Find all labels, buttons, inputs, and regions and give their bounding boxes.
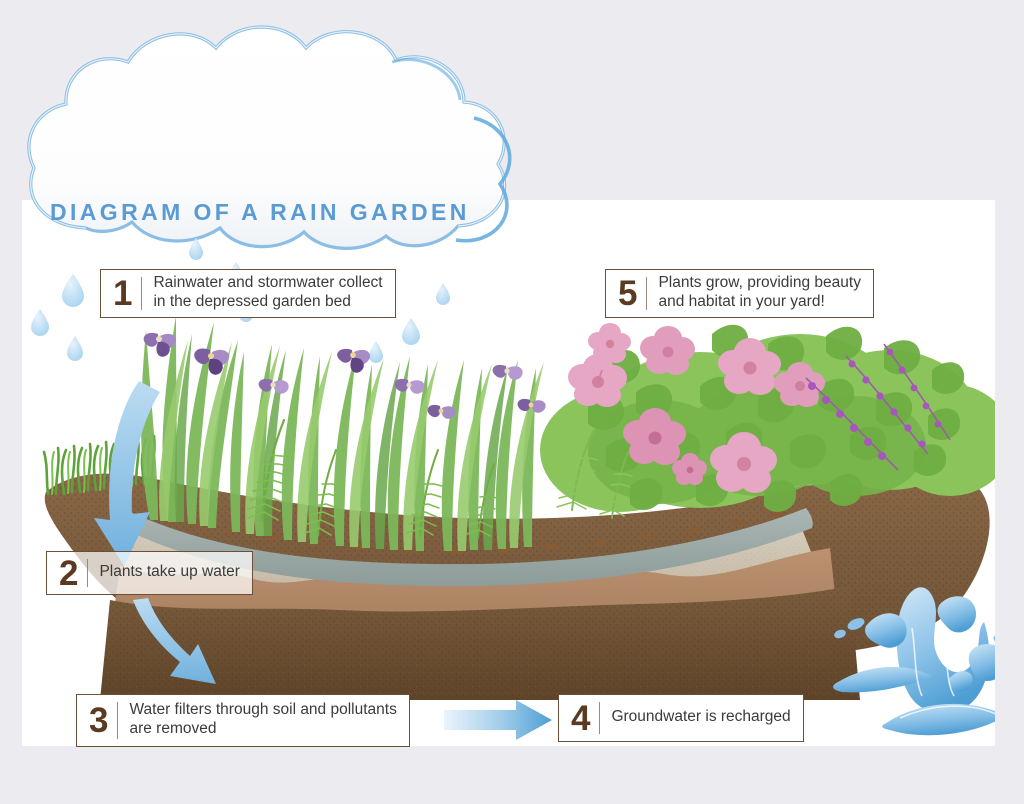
step-text-3-line-1: Water filters through soil and pollutant…	[129, 701, 397, 719]
callout-step-1[interactable]: 1 Rainwater and stormwater collect in th…	[100, 269, 396, 318]
step-number-5: 5	[618, 274, 638, 313]
callout-step-4[interactable]: 4 Groundwater is recharged	[558, 694, 804, 742]
fern-fronds-right	[556, 429, 633, 519]
step-text-5-line-1: Plants grow, providing beauty	[658, 274, 861, 292]
step-text-3-line-2: are removed	[129, 720, 217, 737]
arrow-rain-to-bed	[94, 381, 160, 566]
callout-step-2[interactable]: 2 Plants take up water	[46, 551, 253, 595]
berry-stems	[805, 343, 951, 471]
step-text-1: Rainwater and stormwater collect in the …	[142, 270, 394, 317]
plants-hibiscus-group	[540, 323, 995, 519]
iris-flowers	[143, 298, 546, 419]
step-number-2: 2	[59, 553, 79, 593]
arrow-step3-to-step4	[444, 700, 552, 740]
step-text-1-line-2: in the depressed garden bed	[153, 293, 351, 310]
step-divider-5	[646, 277, 648, 310]
hibiscus-flowers	[568, 323, 825, 493]
page-title: DIAGRAM OF A RAIN GARDEN	[50, 199, 470, 225]
cloud-banner	[27, 25, 512, 250]
callout-step-3[interactable]: 3 Water filters through soil and polluta…	[76, 694, 410, 747]
step-number-4: 4	[571, 698, 591, 738]
arrow-uptake-down	[133, 598, 216, 684]
step-divider-4	[599, 702, 601, 734]
step-number-1: 1	[113, 274, 133, 313]
plants-iris-group	[141, 298, 546, 551]
step-divider-3	[117, 702, 119, 739]
step-text-2-line-1: Plants take up water	[99, 563, 240, 581]
step-text-5-line-2: and habitat in your yard!	[658, 293, 825, 310]
step-text-4-line-1: Groundwater is recharged	[611, 708, 791, 726]
step-text-1-line-1: Rainwater and stormwater collect	[153, 274, 383, 292]
step-number-3: 3	[89, 701, 109, 740]
step-text-4: Groundwater is recharged	[600, 695, 802, 741]
step-text-5: Plants grow, providing beauty and habita…	[647, 270, 872, 317]
step-divider-2	[87, 559, 89, 587]
fern-fronds-left	[247, 418, 498, 539]
step-divider-1	[141, 277, 143, 310]
step-text-3: Water filters through soil and pollutant…	[118, 695, 408, 746]
water-splash	[833, 587, 995, 736]
soil-cross-section	[44, 467, 990, 700]
callout-step-5[interactable]: 5 Plants grow, providing beauty and habi…	[605, 269, 874, 318]
step-text-2: Plants take up water	[88, 552, 251, 594]
